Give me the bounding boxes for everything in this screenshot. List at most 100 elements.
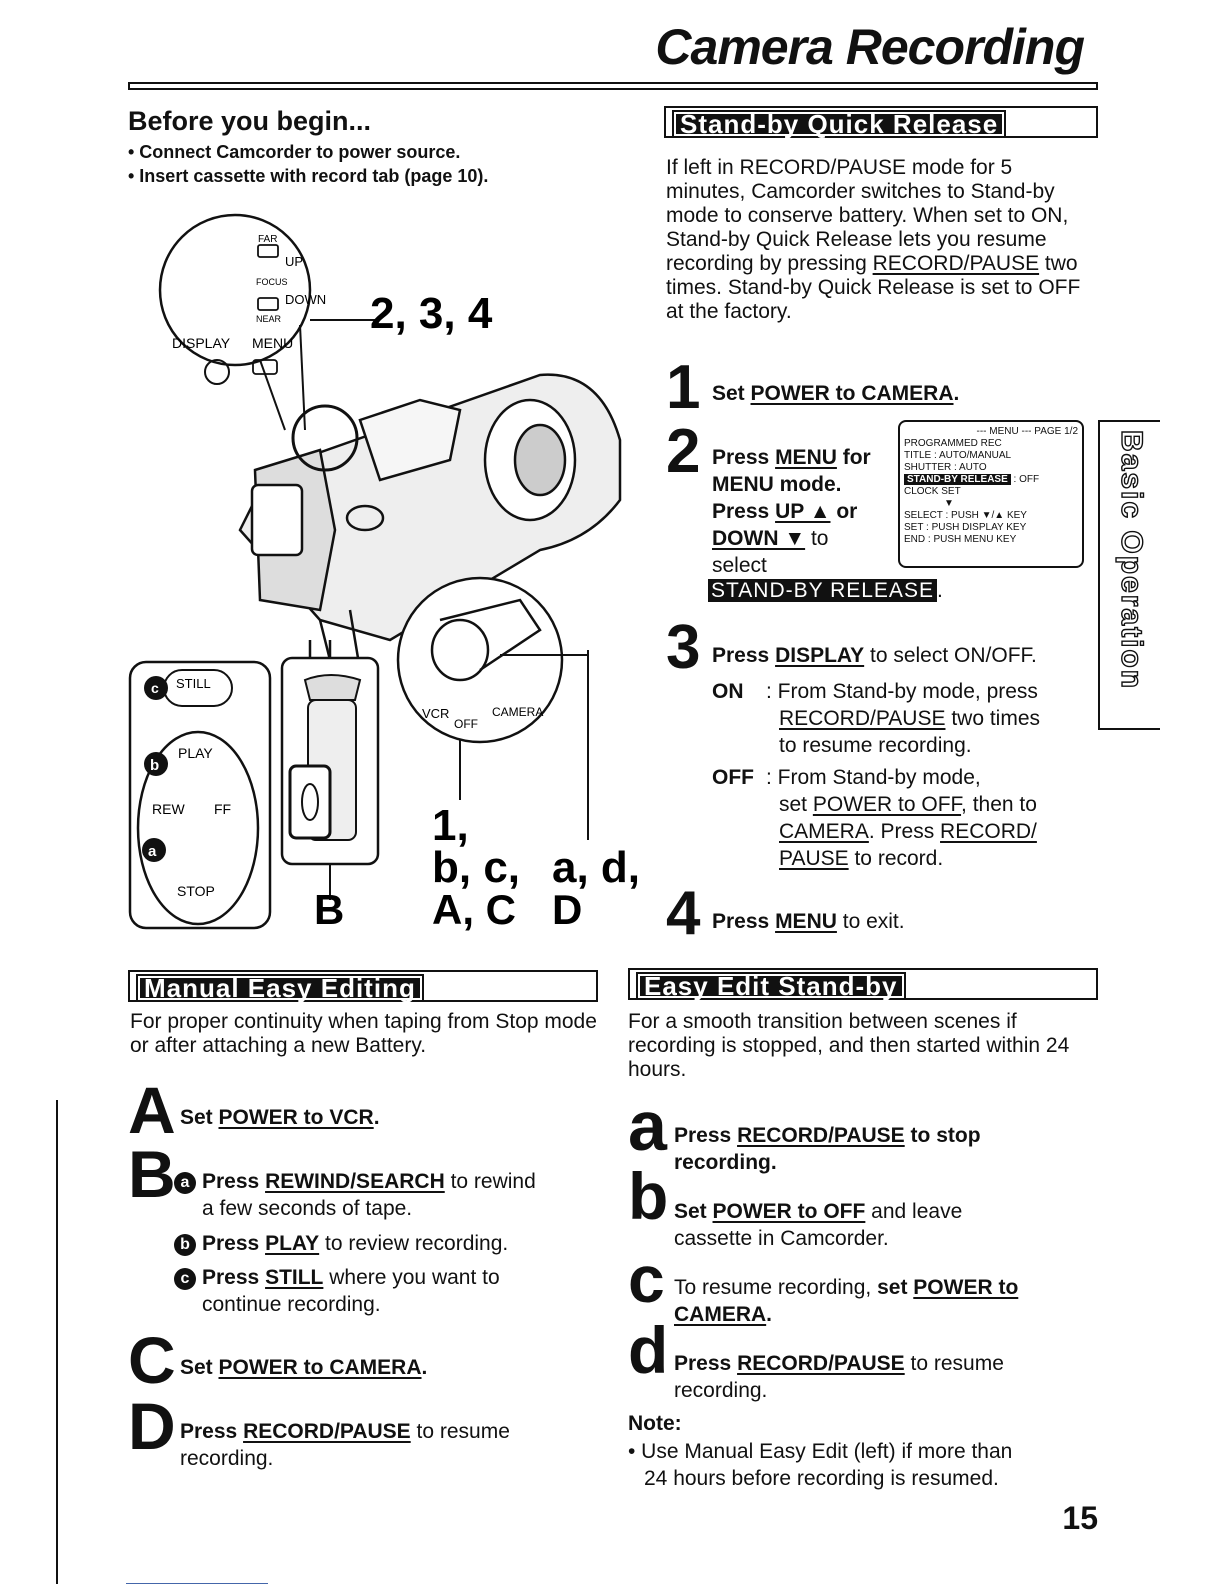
ec-link: POWER to	[913, 1276, 1019, 1299]
menu-hl-label: STAND-BY RELEASE	[904, 474, 1011, 485]
off-desc-5: to record.	[848, 847, 944, 870]
easy-c: To resume recording, set POWER to CAMERA…	[674, 1274, 1094, 1328]
easy-b-num: b	[628, 1159, 669, 1233]
s2-select: select	[712, 554, 767, 577]
manual-C-num: C	[128, 1323, 176, 1397]
standby-step3-num: 3	[666, 613, 701, 682]
mD-link: RECORD/PAUSE	[243, 1420, 411, 1443]
ff-label: FF	[214, 801, 231, 817]
note-label: Note:	[628, 1412, 682, 1435]
manual-D-num: D	[128, 1389, 176, 1463]
easyedit-header: Easy Edit Stand-by	[628, 968, 1098, 1000]
mBb-link: PLAY	[265, 1232, 320, 1255]
s2-a: Press	[712, 446, 776, 469]
s1-post: .	[953, 382, 960, 405]
callout-B: B	[314, 886, 344, 933]
s2-hl: STAND-BY RELEASE	[708, 579, 937, 602]
menu-row-5: SELECT : PUSH ▼/▲ KEY	[904, 510, 1027, 521]
manual-B-num: B	[128, 1137, 176, 1211]
callout-D: D	[552, 886, 582, 933]
ea-post: to stop	[904, 1124, 981, 1147]
s2-c: Press	[712, 500, 776, 523]
mBa-link: REWIND/SEARCH	[265, 1170, 445, 1193]
eb-post: and leave	[865, 1200, 963, 1223]
s4-post: to exit.	[836, 910, 905, 933]
callout-bc: b, c,	[432, 843, 520, 892]
off-link-1: POWER to OFF	[812, 793, 962, 816]
far-label: FAR	[258, 234, 277, 245]
note-2: 24 hours before recording is resumed.	[644, 1467, 999, 1490]
standby-step3: Press DISPLAY to select ON/OFF.	[712, 642, 1037, 669]
s3-post: to select ON/OFF.	[864, 644, 1037, 667]
stop-label: STOP	[177, 883, 215, 899]
standby-step2-highlight: STAND-BY RELEASE.	[708, 578, 943, 604]
play-label: PLAY	[178, 745, 213, 761]
on-desc: : From Stand-by mode, press RECORD/PAUSE…	[766, 678, 1096, 759]
off-link-4: PAUSE	[779, 847, 849, 870]
menu-row-6: SET : PUSH DISPLAY KEY	[904, 522, 1027, 533]
callout-AC: A, C	[432, 886, 516, 933]
near-label: NEAR	[256, 314, 282, 324]
ea-pre: Press	[674, 1124, 738, 1147]
on-label: ON	[712, 680, 744, 703]
eb-2: cassette in Camcorder.	[674, 1227, 889, 1250]
s2-down: DOWN ▼	[712, 527, 806, 550]
ea-link: RECORD/PAUSE	[737, 1124, 905, 1147]
menu-row-0: PROGRAMMED REC	[904, 438, 1002, 449]
easyedit-intro: For a smooth transition between scenes i…	[628, 1010, 1070, 1081]
marker-a-circle	[142, 838, 166, 862]
page-number: 15	[1062, 1500, 1098, 1536]
menu-row-4: ▼	[944, 498, 954, 509]
ed-post: to resume	[904, 1352, 1004, 1375]
standby-intro: If left in RECORD/PAUSE mode for 5 minut…	[666, 156, 1090, 324]
marker-a: a	[148, 843, 157, 860]
off-desc-4: . Press	[868, 820, 941, 843]
s4-pre: Press	[712, 910, 776, 933]
standby-step2: Press MENU for MENU mode. Press UP ▲ or …	[712, 444, 902, 579]
standby-step4-num: 4	[666, 879, 701, 948]
mA-post: .	[373, 1106, 380, 1129]
title-rule	[128, 82, 1098, 90]
mBc-pre: Press	[202, 1266, 266, 1289]
standby-step2-num: 2	[666, 417, 701, 486]
eb-pre: Set	[674, 1200, 713, 1223]
mBb-mark: b	[174, 1234, 196, 1256]
rew-label: REW	[152, 801, 185, 817]
off-label-text: OFF	[712, 766, 754, 789]
standby-step1-num: 1	[666, 353, 701, 422]
callout-steps-234: 2, 3, 4	[370, 289, 493, 338]
mBc-link: STILL	[265, 1266, 324, 1289]
standby-intro-text-2: two times. Stand-by Quick Release is set…	[666, 252, 1081, 323]
s3-pre: Press	[712, 644, 776, 667]
mBc-post: where you want to	[323, 1266, 500, 1289]
s2-menu: MENU	[775, 446, 837, 469]
mBc-mark: c	[174, 1268, 196, 1290]
s1-link: POWER to CAMERA	[750, 382, 954, 405]
off-link-3: RECORD/	[940, 820, 1037, 843]
off-desc-3: , then to	[961, 793, 1037, 816]
camera-label: CAMERA	[492, 705, 543, 719]
easy-d-num: d	[628, 1313, 669, 1387]
easy-b: Set POWER to OFF and leave cassette in C…	[674, 1198, 1094, 1252]
menu-row-7: END : PUSH MENU KEY	[904, 534, 1017, 545]
marker-c-circle	[144, 676, 168, 700]
off-desc-1: : From Stand-by mode,	[766, 766, 981, 789]
mBa-pre: Press	[202, 1170, 266, 1193]
marker-c: c	[151, 680, 159, 696]
menu-screen: --- MENU --- PAGE 1/2 PROGRAMMED REC TIT…	[898, 420, 1084, 568]
mBa-mark: a	[174, 1172, 196, 1194]
camcorder-diagram: FAR UP FOCUS DOWN NEAR DISPLAY MENU 2, 3…	[128, 213, 640, 933]
ec-bold: set	[877, 1276, 914, 1299]
vcr-label: VCR	[422, 706, 449, 721]
mD-post: to resume	[410, 1420, 510, 1443]
display-label: DISPLAY	[172, 335, 231, 351]
up-label: UP	[285, 254, 303, 269]
marker-b: b	[150, 757, 159, 774]
s3-link: DISPLAY	[775, 644, 865, 667]
s1-pre: Set	[712, 382, 751, 405]
off-link-2: CAMERA	[779, 820, 869, 843]
mC-link: POWER to CAMERA	[218, 1356, 422, 1379]
focus-zoom-circle	[158, 213, 312, 367]
s2-up: UP ▲	[775, 500, 831, 523]
standby-intro-link: RECORD/PAUSE	[872, 252, 1040, 275]
